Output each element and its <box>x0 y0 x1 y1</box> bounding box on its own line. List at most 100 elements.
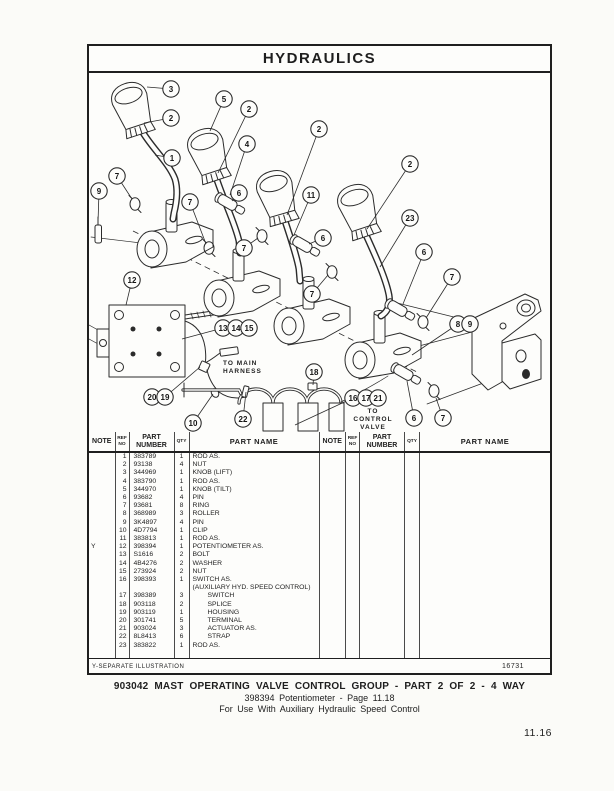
snap-ring <box>128 195 142 213</box>
snap-ring <box>255 227 269 245</box>
wiring-harness <box>181 309 389 432</box>
callout-21: 21 <box>369 389 387 407</box>
svg-text:19: 19 <box>161 393 170 402</box>
page-title: HYDRAULICS <box>89 46 550 73</box>
callout-19: 19 <box>156 388 174 406</box>
col-qty: QTY <box>174 432 190 453</box>
callout-23: 23 <box>401 209 419 227</box>
svg-text:11: 11 <box>307 191 316 200</box>
svg-text:7: 7 <box>242 244 247 253</box>
callout-2: 2 <box>401 155 419 173</box>
callout-2: 2 <box>162 109 180 127</box>
callout-9: 9 <box>461 315 479 333</box>
splice <box>307 382 318 391</box>
callout-7: 7 <box>303 285 321 303</box>
lever-assembly-4 <box>333 179 422 380</box>
svg-text:7: 7 <box>450 273 455 282</box>
snap-ring <box>325 263 339 281</box>
harness-connector <box>219 346 239 357</box>
svg-text:18: 18 <box>310 368 319 377</box>
empty-row <box>89 649 320 658</box>
svg-text:2: 2 <box>247 105 252 114</box>
snap-ring <box>427 382 441 400</box>
svg-text:5: 5 <box>222 95 227 104</box>
callout-9: 9 <box>90 182 108 200</box>
svg-text:22: 22 <box>239 415 248 424</box>
svg-text:2: 2 <box>408 160 413 169</box>
footer-title: 903042 MAST OPERATING VALVE CONTROL GROU… <box>113 681 526 692</box>
splice <box>198 360 211 373</box>
col-part-name: PART NAME <box>419 432 550 453</box>
svg-text:3: 3 <box>169 85 174 94</box>
callout-22: 22 <box>234 410 252 428</box>
svg-text:9: 9 <box>97 187 102 196</box>
lever-knob <box>333 179 385 243</box>
svg-text:21: 21 <box>374 394 383 403</box>
callout-7: 7 <box>181 193 199 211</box>
callout-2: 2 <box>310 120 328 138</box>
connector-housing <box>328 402 345 432</box>
lever-assembly-1 <box>107 77 214 269</box>
page-number: 11.16 <box>524 727 552 739</box>
callout-6: 6 <box>415 243 433 261</box>
svg-text:14: 14 <box>232 324 241 333</box>
callout-10: 10 <box>184 414 202 432</box>
diagram-svg: TO MAIN HARNESS TO CONTROL VALVE 3215242… <box>89 77 542 432</box>
table-footnote-strip: Y-SEPARATE ILLUSTRATION 16731 <box>89 658 550 674</box>
lever-base <box>344 310 422 380</box>
callout-5: 5 <box>215 90 233 108</box>
col-part-name: PART NAME <box>189 432 320 453</box>
strap <box>241 385 250 398</box>
svg-text:6: 6 <box>321 234 326 243</box>
svg-text:7: 7 <box>441 414 446 423</box>
svg-text:20: 20 <box>148 393 157 402</box>
footnote: Y-SEPARATE ILLUSTRATION <box>92 663 185 670</box>
callout-8: 8 <box>449 315 467 333</box>
svg-text:15: 15 <box>245 324 254 333</box>
footer-subtitle: 398394 Potentiometer - Page 11.18 <box>244 693 395 703</box>
svg-text:2: 2 <box>169 114 174 123</box>
lever-assembly-3 <box>252 166 351 346</box>
svg-text:17: 17 <box>362 394 371 403</box>
content-frame: HYDRAULICS <box>87 44 552 675</box>
svg-text:6: 6 <box>422 248 427 257</box>
callout-7: 7 <box>443 268 461 286</box>
callout-6: 6 <box>314 229 332 247</box>
label-to-control-valve: VALVE <box>360 424 386 431</box>
svg-text:7: 7 <box>310 290 315 299</box>
callout-15: 15 <box>240 319 258 337</box>
callout-3: 3 <box>162 80 180 98</box>
svg-text:2: 2 <box>317 125 322 134</box>
callout-6: 6 <box>405 409 423 427</box>
callout-7: 7 <box>235 239 253 257</box>
callout-20: 20 <box>143 388 161 406</box>
callout-11: 11 <box>302 186 320 204</box>
col-note: NOTE <box>89 432 116 453</box>
svg-text:6: 6 <box>237 189 242 198</box>
callout-18: 18 <box>305 363 323 381</box>
